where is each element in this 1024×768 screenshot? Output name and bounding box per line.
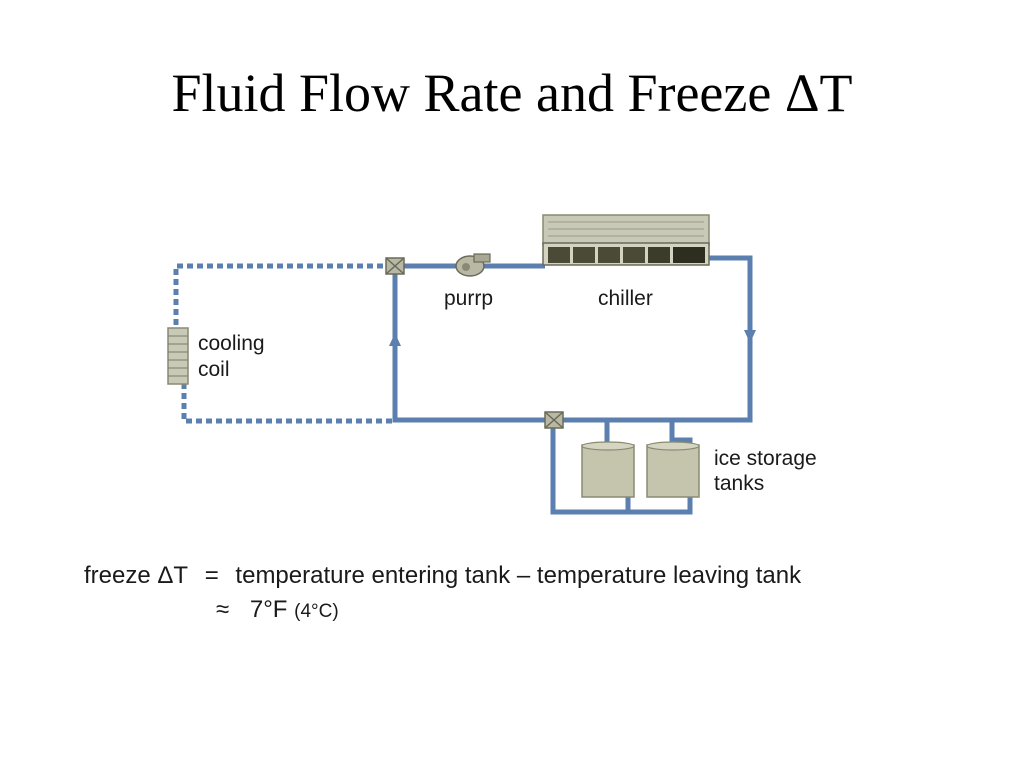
valve-bottom [544, 411, 564, 429]
cooling-coil [167, 327, 189, 385]
pipe-chiller-right [555, 255, 753, 423]
flow-arrows [389, 330, 756, 346]
chiller-unit [542, 214, 710, 266]
pump-label: purrp [444, 287, 493, 310]
pump-icon [455, 253, 491, 277]
formula-line-definition: freeze ΔT = temperature entering tank – … [84, 562, 801, 590]
cooling-coil-label-line2: coil [198, 358, 230, 381]
formula-rhs: temperature entering tank – temperature … [235, 562, 802, 589]
cooling-coil-label-line1: cooling [198, 332, 265, 355]
dotted-pipes [173, 263, 605, 424]
formula-line-value: ≈ 7°F (4°C) [216, 596, 801, 624]
slide-title: Fluid Flow Rate and Freeze ΔT [171, 63, 853, 123]
pipe-return-left [392, 266, 553, 423]
dotted-pipe-top [173, 263, 393, 330]
arrow-up-left [389, 333, 401, 346]
tank-1 [581, 444, 635, 498]
dotted-pipe-bottom [181, 383, 392, 424]
formula-value-c: (4°C) [294, 601, 339, 622]
ice-storage-label-line2: tanks [714, 472, 764, 495]
arrow-down-right [744, 330, 756, 343]
formula-equals: = [204, 562, 219, 589]
freeze-delta-t-formula: freeze ΔT = temperature entering tank – … [84, 562, 801, 624]
ice-storage-tanks [581, 441, 700, 498]
tank-2 [646, 444, 700, 498]
valve-top [385, 257, 405, 275]
chiller-label: chiller [598, 287, 653, 310]
formula-lhs: freeze ΔT [84, 562, 189, 589]
pipe-tank-loop [550, 420, 693, 515]
ice-storage-label-line1: ice storage [714, 447, 817, 470]
formula-approx: ≈ [216, 596, 230, 623]
formula-value-f: 7°F [249, 596, 288, 623]
